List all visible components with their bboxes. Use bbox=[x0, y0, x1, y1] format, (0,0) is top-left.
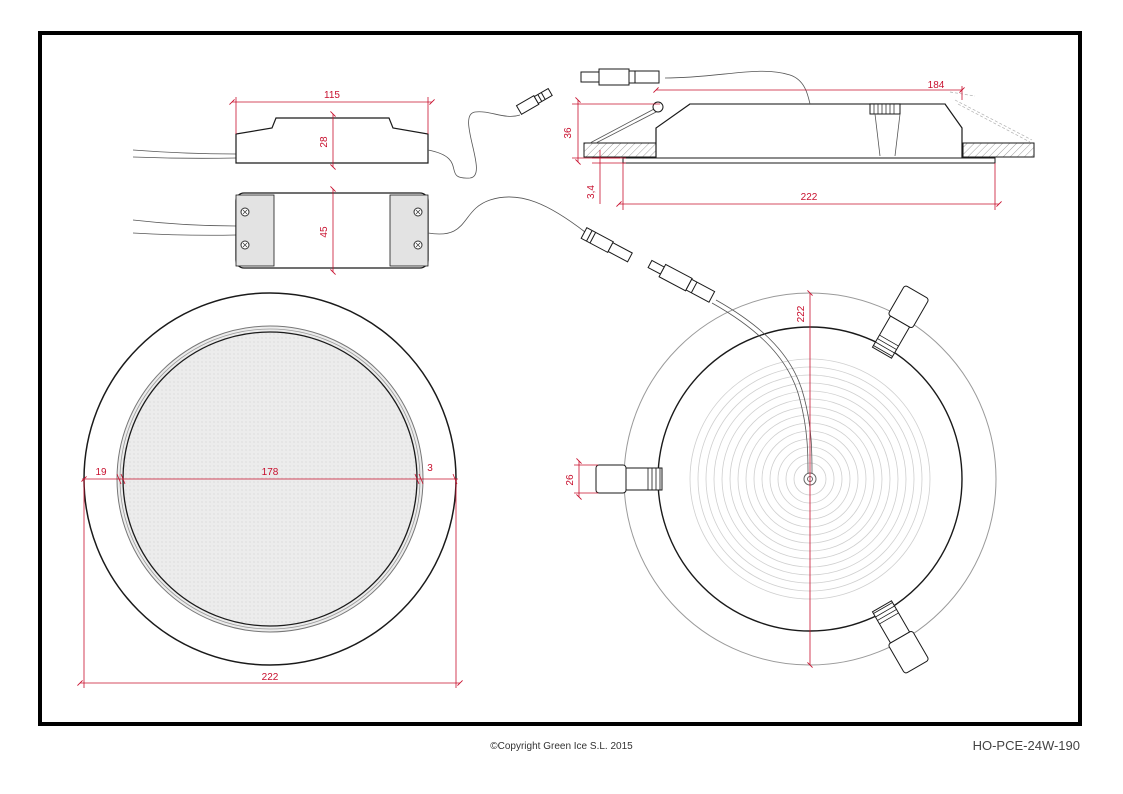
front-view bbox=[77, 292, 463, 688]
back-clip-label: 26 bbox=[565, 474, 576, 486]
front-gap-label: 3 bbox=[427, 463, 433, 474]
section-offset-label: 3,4 bbox=[586, 185, 597, 199]
section-connector-plug bbox=[580, 68, 660, 86]
section-width-bottom-label: 222 bbox=[801, 192, 818, 203]
spring-clip bbox=[869, 91, 1033, 157]
section-height-label: 36 bbox=[563, 127, 574, 139]
front-outer-label: 222 bbox=[262, 672, 279, 683]
back-view bbox=[574, 259, 997, 674]
driver-width-label: 45 bbox=[319, 226, 330, 238]
front-diffuser-label: 178 bbox=[262, 467, 279, 478]
driver-side-view bbox=[132, 87, 553, 179]
driver-connector-female bbox=[515, 87, 553, 116]
drawing-frame bbox=[38, 31, 1082, 726]
copyright-text: ©Copyright Green Ice S.L. 2015 bbox=[490, 741, 633, 752]
spring-clip bbox=[595, 464, 663, 494]
driver-height-label: 28 bbox=[319, 136, 330, 148]
section-view bbox=[572, 68, 1035, 210]
screw-icon bbox=[240, 207, 423, 250]
back-connector-plug bbox=[647, 259, 716, 303]
section-width-top-label: 184 bbox=[928, 80, 945, 91]
spring-clip bbox=[871, 285, 929, 359]
driver-connector-plug bbox=[580, 227, 633, 263]
back-diameter-label: 222 bbox=[796, 305, 807, 322]
front-border-label: 19 bbox=[95, 467, 107, 478]
product-reference: HO-PCE-24W-190 bbox=[972, 738, 1080, 753]
spring-clip bbox=[871, 600, 929, 674]
driver-top-view bbox=[132, 186, 633, 275]
driver-length-label: 115 bbox=[324, 90, 340, 101]
